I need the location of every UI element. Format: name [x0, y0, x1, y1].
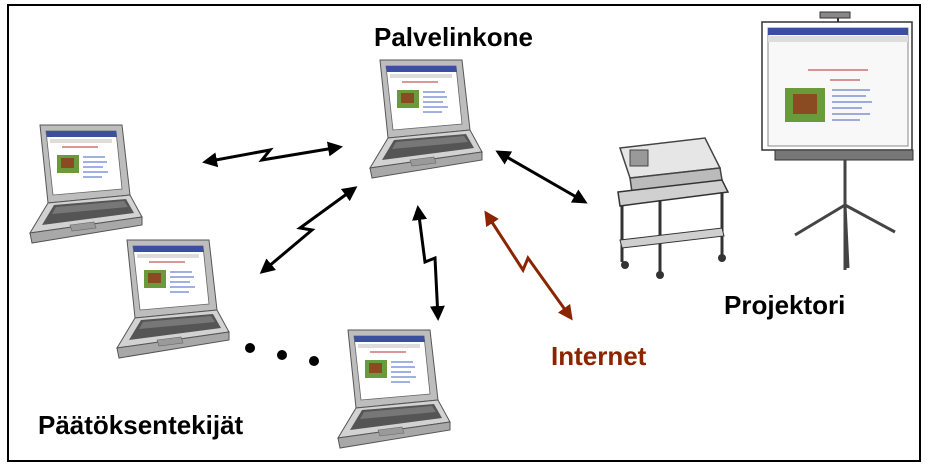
ellipsis-dot-3 [309, 356, 319, 366]
link-server-internet-arrow [484, 210, 573, 321]
internet-label: Internet [551, 341, 647, 371]
diagram-frame [7, 4, 921, 462]
laptop-left-icon [29, 124, 143, 244]
overhead-projector-icon [617, 137, 730, 279]
projector-label: Projektori [724, 290, 846, 320]
link-server-bottom-arrow [412, 205, 445, 321]
ellipsis-dot-1 [245, 343, 255, 353]
link-server-projector-arrow [495, 150, 588, 204]
laptop-middle-icon [116, 239, 230, 359]
decision-makers-label: Päätöksentekijät [38, 410, 244, 440]
link-server-left-arrow [202, 141, 343, 168]
projection-screen-icon [761, 11, 914, 270]
laptop-bottom-icon [337, 329, 451, 449]
link-server-middle-arrow [259, 186, 358, 274]
ellipsis-dot-2 [277, 350, 287, 360]
server-laptop-icon [369, 59, 483, 179]
server-label: Palvelinkone [374, 22, 533, 52]
